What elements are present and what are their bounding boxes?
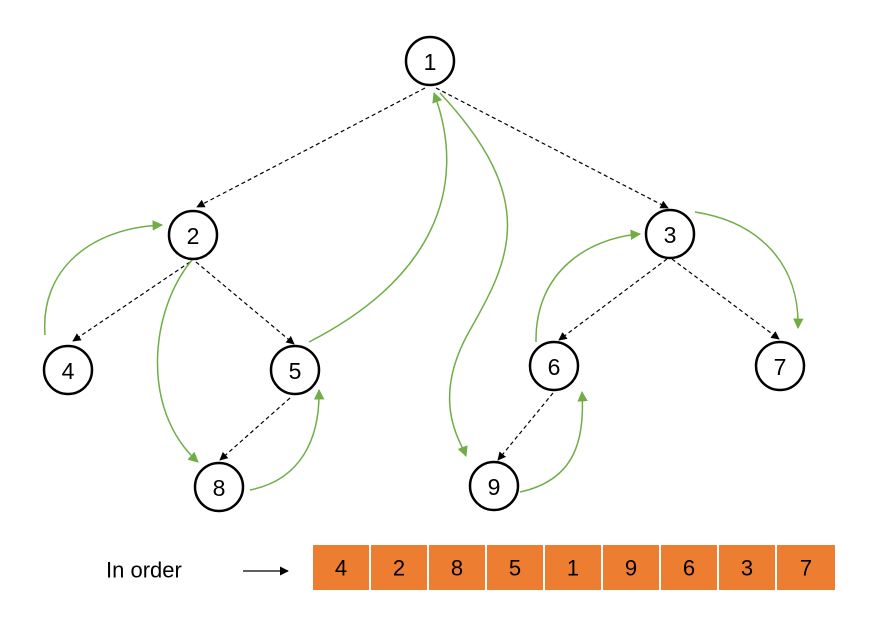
tree-node-2: 2 [167, 209, 219, 261]
sequence-cell-value: 4 [335, 556, 347, 581]
node-label: 6 [548, 354, 561, 380]
traversal-arrow-5-to-1 [308, 92, 448, 343]
sequence-cell: 7 [775, 543, 837, 592]
tree-node-9: 9 [468, 460, 520, 512]
sequence-cell: 4 [311, 543, 371, 592]
node-label: 8 [213, 475, 226, 501]
tree-node-7: 7 [754, 340, 806, 392]
node-label: 3 [664, 222, 677, 248]
edge-2-4 [72, 261, 191, 342]
edge-3-6 [558, 258, 668, 341]
edge-5-8 [219, 397, 291, 461]
traversal-arrow-3-to-7 [694, 211, 804, 330]
tree-node-6: 6 [528, 340, 580, 392]
traversal-arrow-1-to-9 [439, 92, 509, 457]
node-label: 1 [424, 49, 437, 75]
sequence-cell: 3 [717, 543, 777, 592]
traversal-arrow-4-to-2 [43, 220, 164, 336]
node-label: 4 [62, 358, 75, 384]
sequence-cell: 8 [427, 543, 487, 592]
sequence-cell-value: 5 [509, 556, 521, 581]
tree-edges [72, 87, 780, 461]
tree-node-3: 3 [644, 208, 696, 260]
tree-node-4: 4 [42, 344, 94, 396]
tree-node-1: 1 [404, 35, 456, 87]
traversal-arrow-9-to-6 [519, 390, 588, 493]
sequence-cell-value: 7 [800, 556, 812, 581]
sequence-cell: 1 [543, 543, 603, 592]
traversal-arrow-2-to-8 [156, 259, 199, 463]
traversal-sequence: 4 2 8 5 1 9 6 3 [311, 543, 837, 592]
edge-6-9 [497, 392, 554, 461]
sequence-cell-value: 3 [741, 556, 753, 581]
edge-1-3 [435, 87, 669, 209]
traversal-arrow-6-to-3 [535, 229, 642, 343]
node-label: 2 [187, 223, 200, 249]
edge-3-7 [671, 258, 780, 340]
sequence-cell-value: 9 [625, 556, 637, 581]
traversal-arrow-8-to-5 [249, 388, 325, 491]
sequence-cell: 2 [369, 543, 429, 592]
tree-node-5: 5 [269, 344, 321, 396]
sequence-cell: 9 [601, 543, 661, 592]
edge-2-5 [195, 261, 295, 345]
edge-1-2 [196, 87, 426, 208]
node-label: 9 [488, 474, 501, 500]
sequence-cell-value: 1 [567, 556, 579, 581]
node-label: 5 [289, 358, 302, 384]
sequence-cell-value: 2 [393, 556, 405, 581]
sequence-cell-value: 8 [451, 556, 463, 581]
tree-node-8: 8 [193, 461, 245, 513]
traversal-label: In order [106, 558, 182, 583]
sequence-cell-value: 6 [683, 556, 695, 581]
sequence-cell: 5 [485, 543, 545, 592]
node-label: 7 [774, 354, 787, 380]
sequence-cell: 6 [659, 543, 719, 592]
traversal-arrows [43, 92, 804, 493]
